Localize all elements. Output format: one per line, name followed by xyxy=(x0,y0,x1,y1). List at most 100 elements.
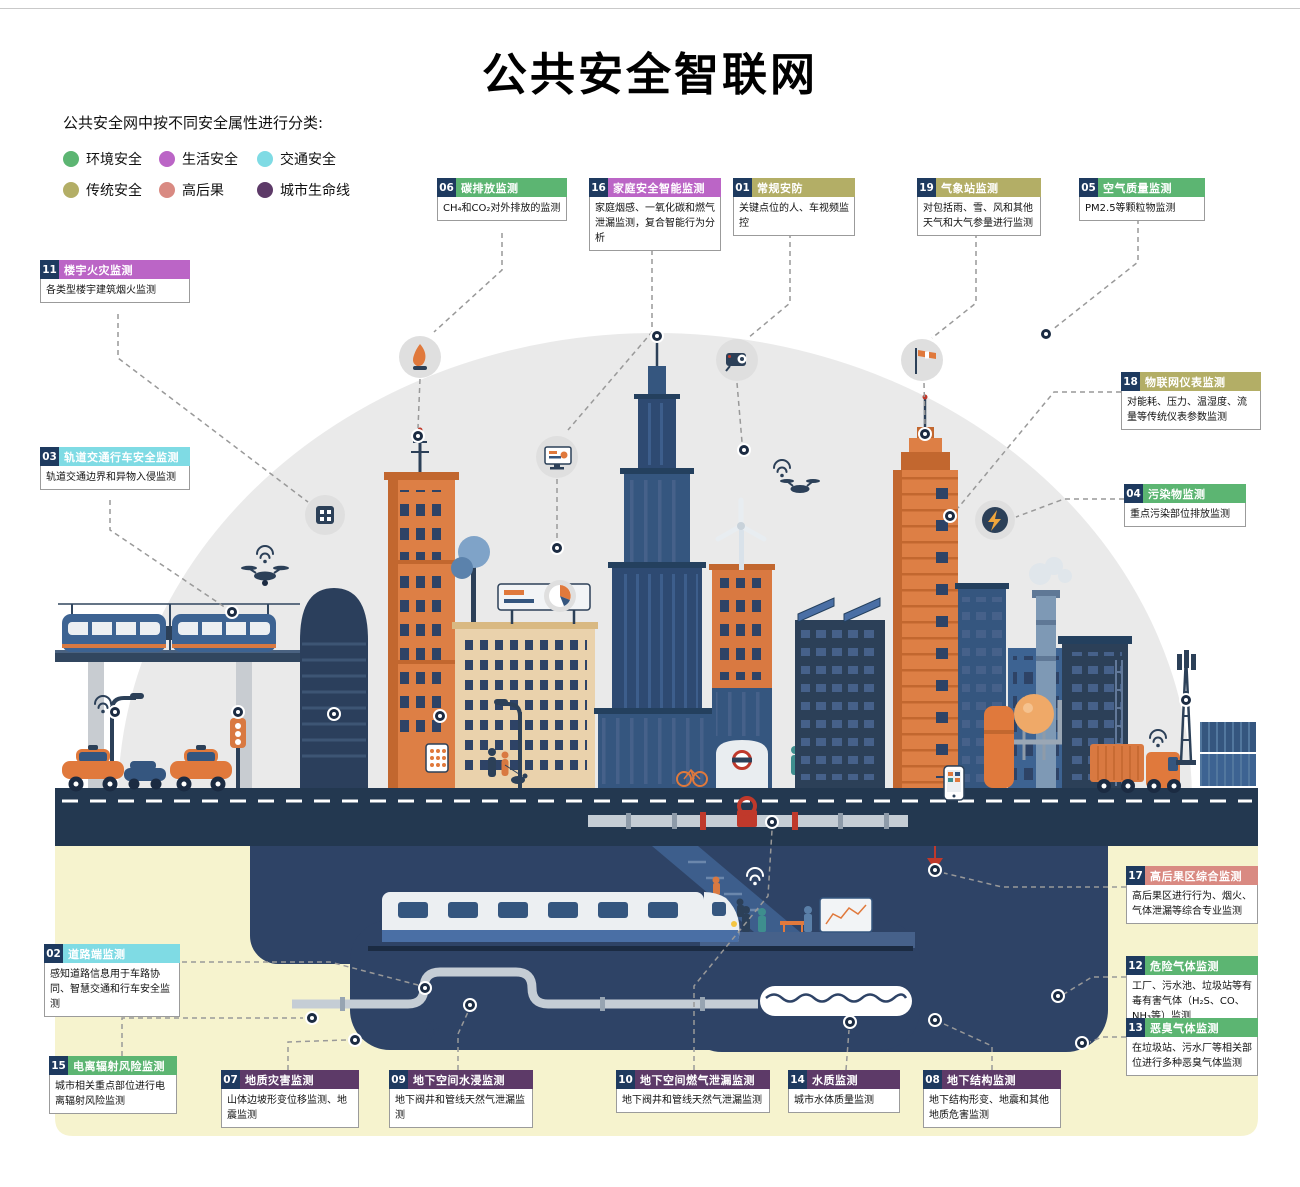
callout-body: 关键点位的人、车视频监控 xyxy=(733,197,855,236)
legend-label: 城市生命线 xyxy=(280,183,350,199)
energy-bolt-icon xyxy=(975,500,1015,540)
connector-04 xyxy=(1015,498,1124,518)
connector-07 xyxy=(287,1039,347,1070)
callout-number: 03 xyxy=(40,447,59,466)
legend-item-traffic: 交通安全 xyxy=(257,149,377,169)
page-title: 公共安全智联网 xyxy=(481,48,818,101)
rounded-navy-tower xyxy=(300,588,368,788)
callout-number: 17 xyxy=(1126,866,1145,885)
callout-title: 常规安防 xyxy=(752,178,855,197)
navy-building-solar xyxy=(795,597,885,788)
callout-number: 13 xyxy=(1126,1018,1145,1037)
callout-title: 气象站监测 xyxy=(936,178,1041,197)
callout-number: 01 xyxy=(733,178,752,197)
wind-turbine xyxy=(715,497,767,570)
callout-number: 12 xyxy=(1126,956,1145,975)
smartphone-icon xyxy=(943,765,965,801)
callout-number: 06 xyxy=(437,178,456,197)
taxi xyxy=(62,745,124,792)
sedan xyxy=(124,761,166,790)
orange-tower xyxy=(384,427,459,788)
callout-body: 在垃圾站、污水厂等相关部位进行多种恶臭气体监测 xyxy=(1126,1037,1258,1076)
callout-title: 危险气体监测 xyxy=(1145,956,1258,975)
callout-number: 11 xyxy=(40,260,59,279)
carbon-flame-icon xyxy=(399,336,441,378)
water-pond xyxy=(760,986,912,1016)
callout-number: 09 xyxy=(389,1070,408,1089)
legend-item-environment: 环境安全 xyxy=(63,149,159,169)
callout-body: CH₄和CO₂对外排放的监测 xyxy=(437,197,567,221)
bicycle xyxy=(676,768,708,787)
legend-grid: 环境安全 生活安全 交通安全 传统安全 高后果 城市生命线 xyxy=(63,149,377,200)
connector-06 xyxy=(417,233,503,429)
callout-body: 地下阀井和管线天然气泄漏监测 xyxy=(616,1089,770,1113)
connector-11 xyxy=(117,314,309,503)
callout-number: 05 xyxy=(1079,178,1098,197)
legend-item-high-consequence: 高后果 xyxy=(159,180,257,200)
taxi xyxy=(170,745,232,792)
pedestrians xyxy=(488,748,528,784)
callout-title: 家庭安全智能监测 xyxy=(608,178,721,197)
callout-title: 碳排放监测 xyxy=(456,178,567,197)
connector-14 xyxy=(845,1029,850,1071)
cell-tower xyxy=(1176,650,1196,765)
connector-01 xyxy=(736,233,791,443)
legend-item-life: 生活安全 xyxy=(159,149,257,169)
callout-title: 道路端监测 xyxy=(63,944,180,963)
callout-body: 城市相关重点部位进行电离辐射风险监测 xyxy=(49,1075,177,1114)
legend-dot-traffic xyxy=(257,151,273,167)
gas-pipe-valve xyxy=(588,796,908,830)
legend-label: 环境安全 xyxy=(86,152,142,168)
callout-body: 重点污染部位排放监测 xyxy=(1124,503,1246,527)
legend-intro: 公共安全网中按不同安全属性进行分类: xyxy=(63,114,324,132)
tan-building xyxy=(452,583,598,788)
callout-title: 高后果区综合监测 xyxy=(1145,866,1258,885)
callout-body: 对包括雨、雪、风和其他天气和大气参量进行监测 xyxy=(917,197,1041,236)
callout-body: 各类型楼宇建筑烟火监测 xyxy=(40,279,190,303)
connector-18 xyxy=(957,391,1121,509)
callout-title: 轨道交通行车安全监测 xyxy=(59,447,190,466)
callout-body: PM2.5等颗粒物监测 xyxy=(1079,197,1205,221)
legend-dot-lifeline xyxy=(257,182,273,198)
drone-icon xyxy=(241,565,289,586)
callout-body: 城市水体质量监测 xyxy=(788,1089,900,1113)
connector-05 xyxy=(1051,219,1139,331)
callout-number: 19 xyxy=(917,178,936,197)
callout-number: 02 xyxy=(44,944,63,963)
legend-dot-high-consequence xyxy=(159,182,175,198)
callout-title: 地下空间水浸监测 xyxy=(408,1070,533,1089)
underground-pipe xyxy=(292,967,758,1011)
callout-title: 水质监测 xyxy=(807,1070,900,1089)
legend-dot-environment xyxy=(63,151,79,167)
callout-number: 04 xyxy=(1124,484,1143,503)
callout-body: 感知道路信息用于车路协同、智慧交通和行车安全监测 xyxy=(44,963,180,1017)
callout-title: 恶臭气体监测 xyxy=(1145,1018,1258,1037)
windsock-icon xyxy=(901,339,943,381)
callout-title: 地质灾害监测 xyxy=(240,1070,359,1089)
connector-19 xyxy=(923,233,977,427)
subway-entrance xyxy=(716,740,768,788)
clock-tower xyxy=(893,394,958,788)
connector-17 xyxy=(943,872,1126,888)
callout-title: 污染物监测 xyxy=(1143,484,1246,503)
smart-home-screen-icon xyxy=(536,436,578,478)
connector-15 xyxy=(121,1017,303,1056)
connector-09 xyxy=(457,1011,469,1070)
legend-label: 交通安全 xyxy=(280,152,336,168)
